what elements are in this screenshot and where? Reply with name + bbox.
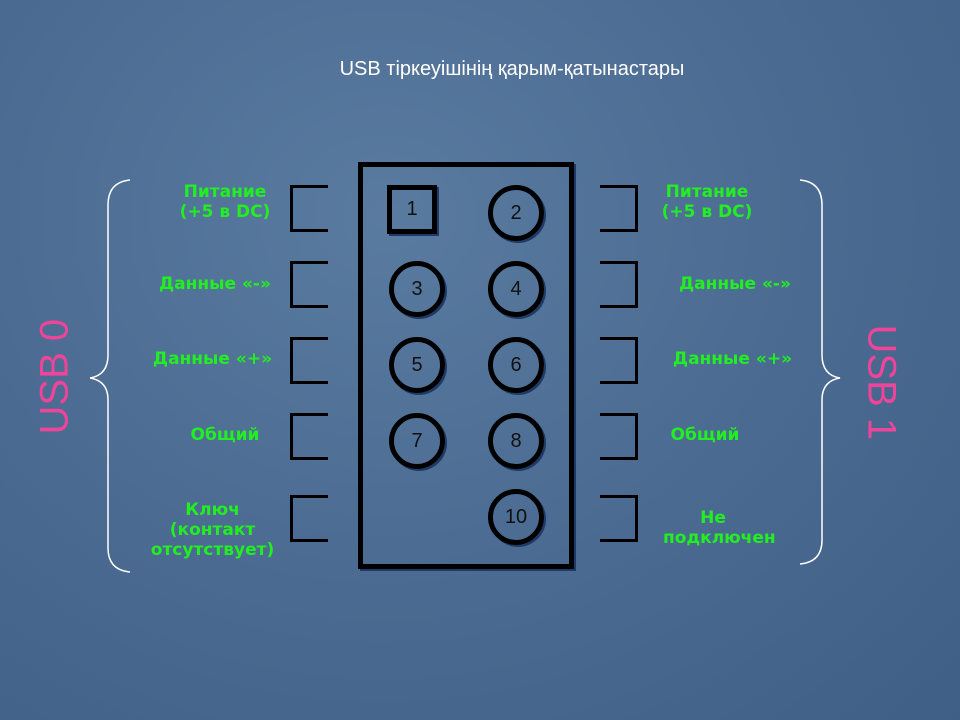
right-label-data-plus: Данные «+» <box>672 349 793 369</box>
right-bracket <box>600 413 638 460</box>
pin-7: 7 <box>389 413 445 469</box>
left-bracket <box>290 495 328 542</box>
right-bracket <box>600 261 638 308</box>
right-label-power: Питание (+5 в DC) <box>661 182 753 222</box>
left-label-key: Ключ (контакт отсутствует) <box>150 500 275 560</box>
slide-title: USB тіркеуішінің қарым-қатынастары <box>339 58 685 80</box>
right-label-ground: Общий <box>670 425 740 445</box>
pin-5: 5 <box>389 337 445 393</box>
left-brace <box>89 179 131 573</box>
connector-body <box>358 162 574 569</box>
left-bracket <box>290 337 328 384</box>
usb1-label: USB 1 <box>859 324 904 441</box>
right-bracket <box>600 495 638 542</box>
pin-4: 4 <box>488 261 544 317</box>
left-label-data-plus: Данные «+» <box>152 349 273 369</box>
pin-6: 6 <box>488 337 544 393</box>
left-bracket <box>290 413 328 460</box>
left-bracket <box>290 261 328 308</box>
right-bracket <box>600 337 638 384</box>
right-brace <box>799 179 841 565</box>
left-label-ground: Общий <box>190 425 260 445</box>
right-bracket <box>600 185 638 232</box>
left-bracket <box>290 185 328 232</box>
right-label-not-connected: Не подключен <box>663 508 776 548</box>
pin-8: 8 <box>488 413 544 469</box>
usb0-label: USB 0 <box>32 318 77 435</box>
pin-1: 1 <box>387 185 437 234</box>
pin-2: 2 <box>488 185 544 241</box>
pin-10: 10 <box>488 489 544 545</box>
left-label-data-minus: Данные «-» <box>159 274 271 294</box>
pin-3: 3 <box>389 261 445 317</box>
right-label-data-minus: Данные «-» <box>679 274 791 294</box>
left-label-power: Питание (+5 в DC) <box>179 182 271 222</box>
